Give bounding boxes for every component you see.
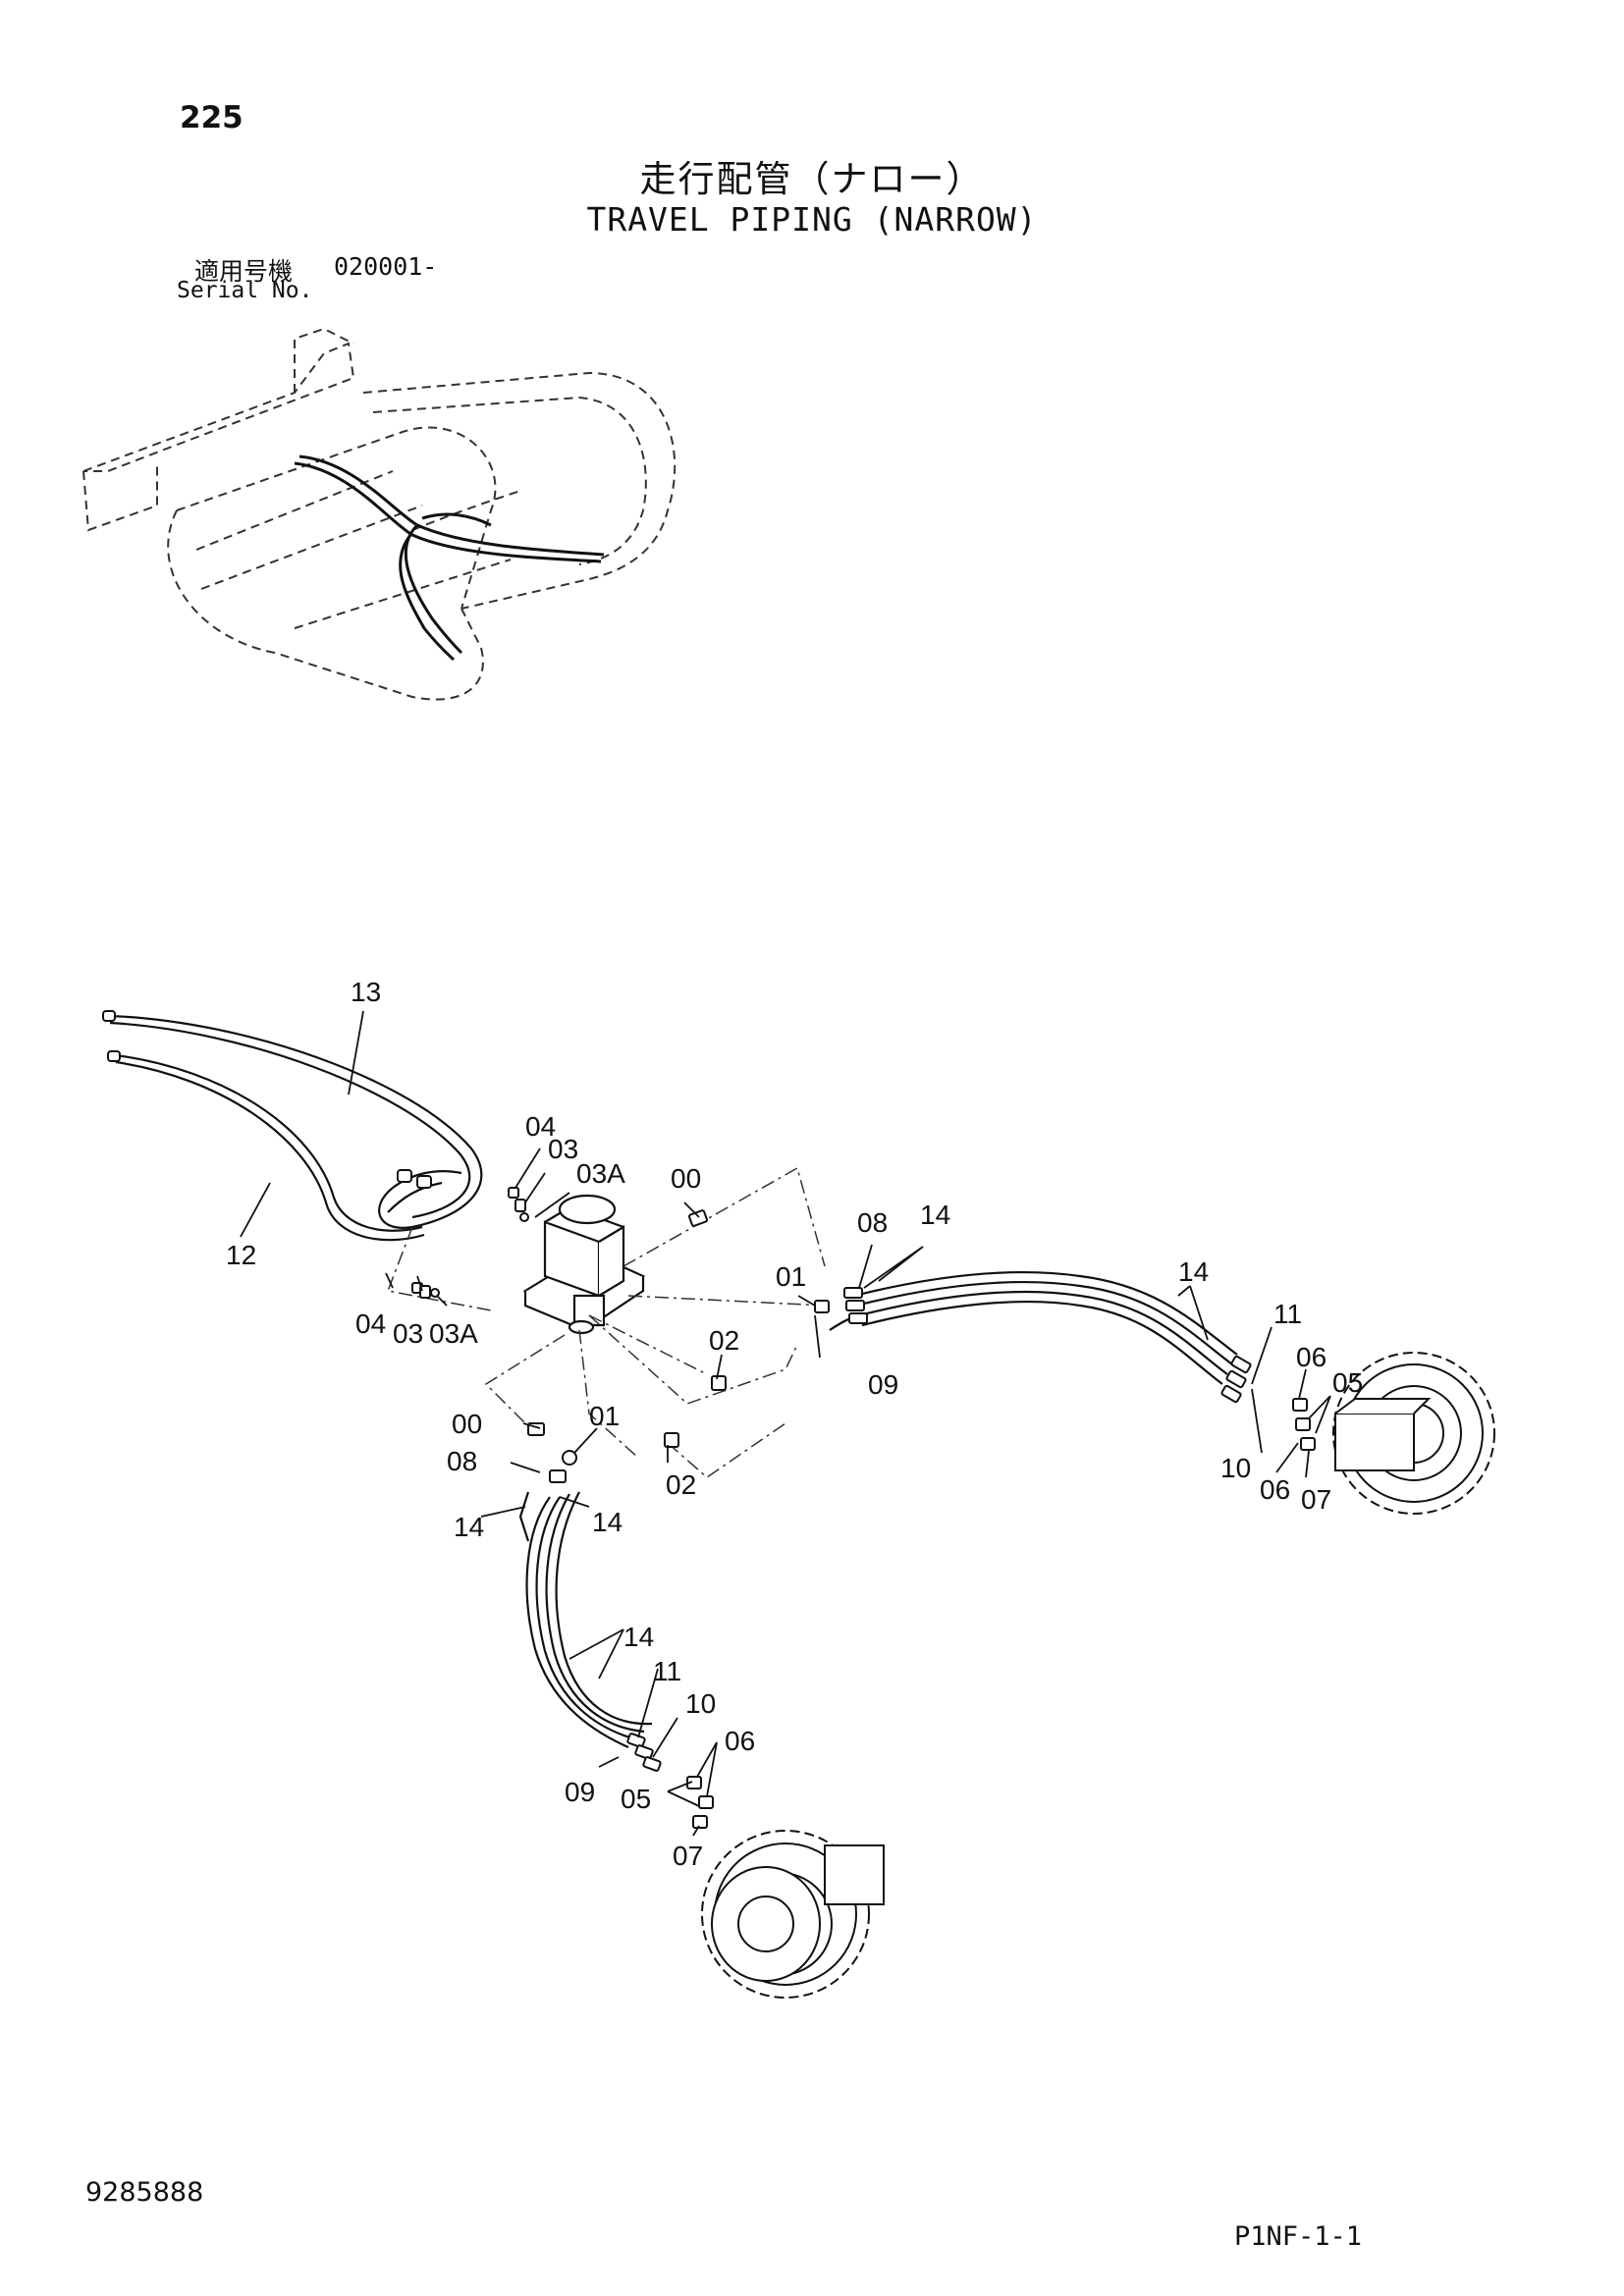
callout-10: 10	[685, 1688, 716, 1719]
callout-06: 06	[1260, 1474, 1290, 1505]
callout-00: 00	[671, 1163, 701, 1194]
page-number: 225	[180, 100, 244, 135]
callout-02: 02	[709, 1325, 739, 1356]
callout-11: 11	[1273, 1299, 1302, 1329]
callout-03: 03	[393, 1318, 423, 1349]
page-title-english: TRAVEL PIPING (NARROW)	[586, 200, 1038, 239]
callout-14: 14	[454, 1512, 484, 1542]
callout-01: 01	[776, 1261, 806, 1292]
callout-12: 12	[226, 1240, 256, 1270]
callout-04: 04	[355, 1308, 386, 1339]
callout-06: 06	[1296, 1342, 1326, 1372]
callout-03a: 03A	[576, 1158, 625, 1189]
callout-08: 08	[447, 1446, 477, 1476]
callout-06: 06	[725, 1726, 755, 1756]
callout-03: 03	[548, 1134, 578, 1164]
page-code: P1NF-1-1	[1234, 2221, 1363, 2252]
callout-07: 07	[1301, 1484, 1331, 1515]
callout-09: 09	[565, 1777, 595, 1807]
callout-09: 09	[868, 1369, 898, 1400]
callout-14: 14	[1178, 1256, 1209, 1287]
callout-07: 07	[673, 1841, 703, 1871]
callout-14: 14	[623, 1622, 654, 1652]
callout-05: 05	[621, 1784, 651, 1814]
serial-label-japanese: 適用号機	[194, 257, 294, 286]
serial-label-english: Serial No.	[177, 278, 313, 303]
callout-02: 02	[666, 1469, 696, 1500]
callout-11: 11	[653, 1656, 681, 1686]
serial-number-value: 020001-	[334, 252, 438, 281]
callout-14: 14	[920, 1200, 950, 1230]
callout-01: 01	[589, 1401, 620, 1431]
callout-03a: 03A	[429, 1318, 478, 1349]
callout-13: 13	[351, 977, 381, 1007]
callout-00: 00	[452, 1409, 482, 1439]
callout-10: 10	[1220, 1453, 1251, 1483]
callout-08: 08	[857, 1207, 888, 1238]
callout-05: 05	[1332, 1367, 1363, 1398]
callout-14: 14	[592, 1507, 623, 1537]
document-number: 9285888	[85, 2177, 204, 2208]
page-title-japanese: 走行配管（ナロー）	[639, 158, 985, 200]
callout-04: 04	[525, 1111, 556, 1142]
